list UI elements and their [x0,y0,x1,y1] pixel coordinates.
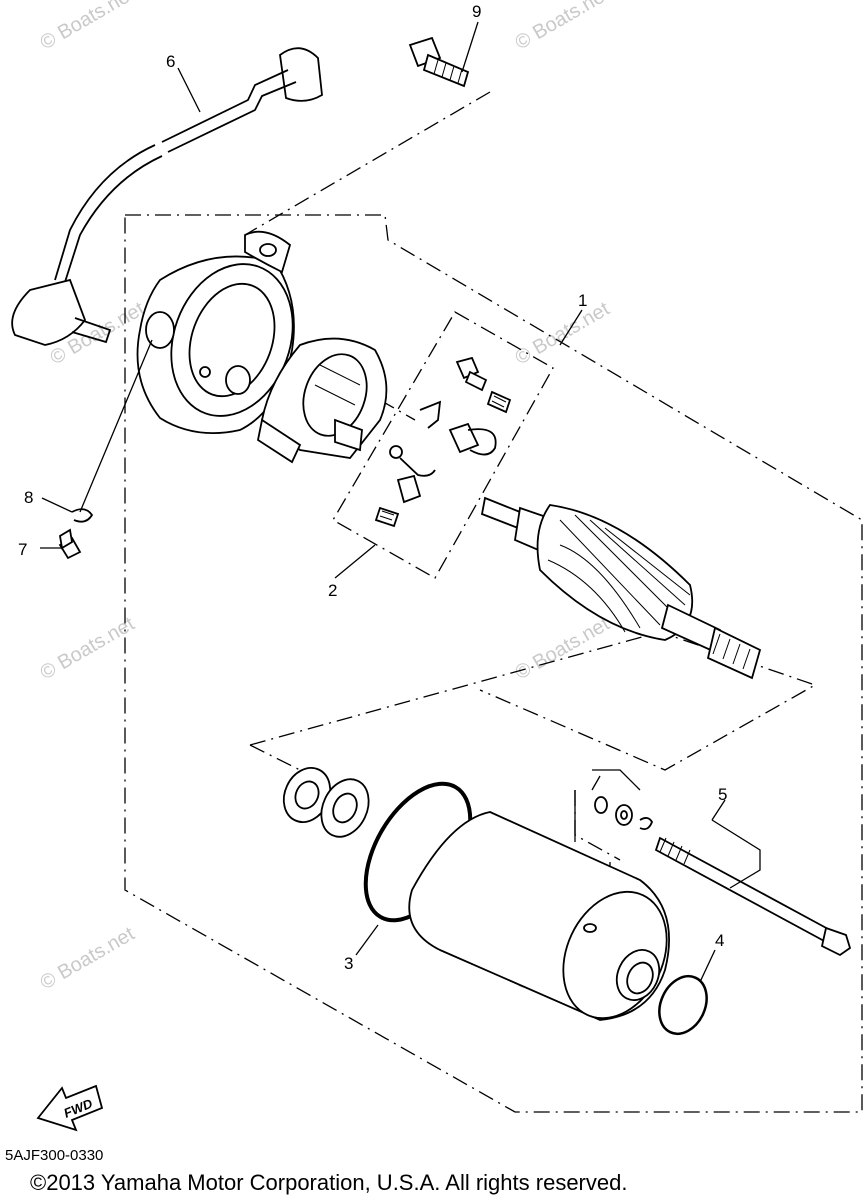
callout-1: 1 [578,291,587,310]
callout-8: 8 [24,488,33,507]
bolt-part-5 [594,796,852,957]
copyright-notice: ©2013 Yamaha Motor Corporation, U.S.A. A… [30,1170,627,1195]
brush-kit [374,356,512,528]
watermark-4: © Boats.net [512,298,614,370]
clip-part-8 [71,508,94,523]
yoke-housing [408,811,670,1021]
callout-4: 4 [715,931,724,950]
leader-lines [40,21,761,983]
brush-group-boundary [332,311,554,579]
callout-5: 5 [718,785,727,804]
screw-part-9 [408,36,470,88]
callout-2: 2 [328,581,337,600]
callout-3: 3 [344,954,353,973]
watermark-1: © Boats.net [37,0,139,54]
brush-holder-plate [256,337,388,464]
drawing-code: 5AJF300-0330 [5,1147,103,1164]
callouts: 1 2 3 4 5 6 7 8 9 [18,2,727,973]
callout-7: 7 [18,540,27,559]
callout-9: 9 [472,2,481,21]
rear-cover [136,230,295,435]
washers [282,767,370,838]
watermark-2: © Boats.net [512,0,614,54]
armature [480,496,762,680]
watermark-7: © Boats.net [37,923,139,995]
watermark-5: © Boats.net [37,613,139,685]
cable-part-6 [11,47,323,346]
bolt-part-7 [58,528,82,560]
fwd-arrow-icon: FWD [36,1084,104,1132]
callout-6: 6 [166,52,175,71]
o-ring-part-4 [658,975,708,1035]
